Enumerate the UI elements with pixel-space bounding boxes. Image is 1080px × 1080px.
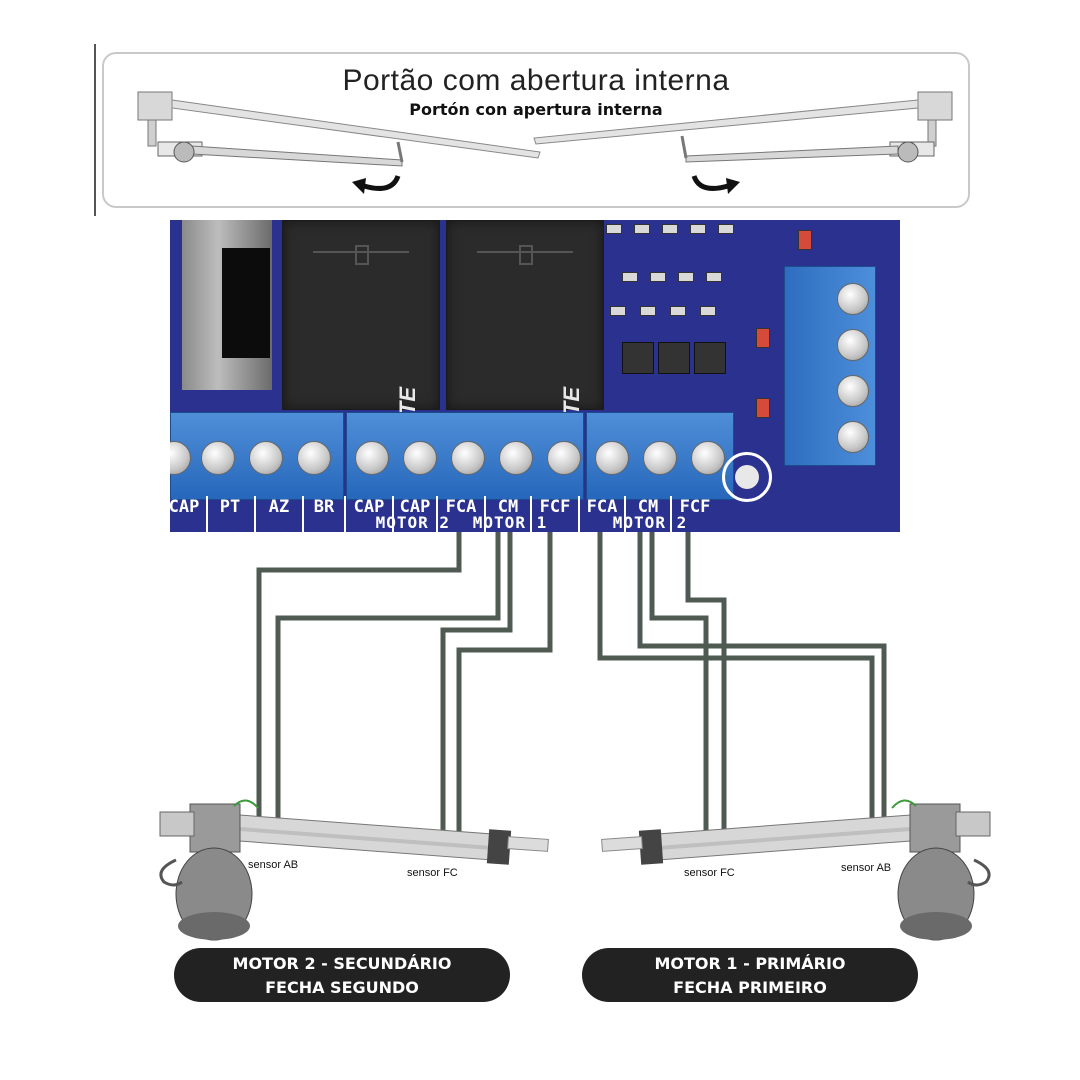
- terminal-block-motor1: [346, 412, 584, 500]
- label-divider: [344, 496, 346, 532]
- diode: [756, 328, 770, 348]
- terminal-screw: [170, 441, 191, 475]
- label-divider: [530, 496, 532, 532]
- terminal-label-fcf: FCF: [679, 497, 711, 517]
- smd-component: [640, 306, 656, 316]
- terminal-screw: [499, 441, 533, 475]
- label-divider: [484, 496, 486, 532]
- terminal-label-fcf: FCF: [539, 497, 571, 517]
- mounting-hole: [722, 452, 772, 502]
- sensor-ab-label-right: sensor AB: [841, 862, 892, 874]
- transistor: [694, 342, 726, 374]
- caption-motor-2-line1: MOTOR 2 - SECUNDÁRIO: [232, 954, 452, 973]
- gate-illustration: [137, 91, 953, 194]
- relay-left: TE: [282, 220, 440, 415]
- terminal-label-br: BR: [313, 497, 335, 517]
- smd-component: [690, 224, 706, 234]
- diode: [798, 230, 812, 250]
- terminal-label-cap: CAP: [353, 497, 385, 517]
- terminal-label-fca: FCA: [586, 497, 618, 517]
- label-divider: [578, 496, 580, 532]
- terminal-label-cap: CAP: [399, 497, 431, 517]
- label-divider: [254, 496, 256, 532]
- motor-1-actuator: [601, 799, 991, 941]
- motor-2-actuator: [159, 799, 549, 941]
- terminal-screw: [643, 441, 677, 475]
- control-board: TE TE: [170, 220, 900, 532]
- caption-motor-1: MOTOR 1 - PRIMÁRIO FECHA PRIMEIRO: [582, 948, 918, 1002]
- terminal-screw: [355, 441, 389, 475]
- smd-component: [700, 306, 716, 316]
- terminal-screw: [297, 441, 331, 475]
- label-divider: [206, 496, 208, 532]
- group-label-motor1: MOTOR 1: [472, 513, 548, 532]
- sensor-fc-label-left: sensor FC: [407, 867, 458, 879]
- relay-brand-logo: TE: [559, 387, 584, 416]
- relay-right: TE: [446, 220, 604, 415]
- diode: [756, 398, 770, 418]
- terminal-screw: [451, 441, 485, 475]
- group-label-motor2: MOTOR 2: [375, 513, 450, 532]
- terminal-label-az: AZ: [268, 497, 290, 517]
- transistor: [658, 342, 690, 374]
- transistor: [622, 342, 654, 374]
- smd-component: [622, 272, 638, 282]
- terminal-screw: [201, 441, 235, 475]
- terminal-screw: [691, 441, 725, 475]
- terminal-label-cm: CM: [497, 497, 519, 517]
- smd-component: [610, 306, 626, 316]
- terminal-block-motor2-sensors: [586, 412, 734, 500]
- smd-component: [662, 224, 678, 234]
- right-rotation-arrow: [691, 175, 729, 191]
- right-gate-post: [917, 91, 953, 121]
- terminal-label-cap: CAP: [170, 497, 200, 517]
- terminal-screw: [403, 441, 437, 475]
- power-terminal-block: [784, 266, 876, 466]
- caption-motor-2-line2: FECHA SEGUNDO: [265, 978, 419, 997]
- label-divider: [670, 496, 672, 532]
- terminal-screw: [547, 441, 581, 475]
- terminal-screw: [837, 329, 869, 361]
- smd-component: [634, 224, 650, 234]
- smd-component: [706, 272, 722, 282]
- label-divider: [624, 496, 626, 532]
- caption-motor-1-line2: FECHA PRIMEIRO: [673, 978, 827, 997]
- gate-subtitle: Portón con apertura interna: [409, 100, 663, 119]
- terminal-label-cm: CM: [637, 497, 659, 517]
- smd-component: [678, 272, 694, 282]
- terminal-label-fca: FCA: [445, 497, 477, 517]
- label-divider: [302, 496, 304, 532]
- right-gate-leaf: [533, 99, 919, 145]
- caption-motor-1-line1: MOTOR 1 - PRIMÁRIO: [654, 954, 846, 973]
- terminal-screw: [837, 375, 869, 407]
- gate-title: Portão com abertura interna: [342, 64, 730, 97]
- left-divider-rule: [94, 44, 96, 216]
- left-gate-leaf: [171, 99, 541, 159]
- left-rotation-arrow: [363, 175, 401, 191]
- smd-component: [650, 272, 666, 282]
- smd-component: [718, 224, 734, 234]
- group-label-motor2: MOTOR 2: [612, 513, 688, 532]
- smd-component: [606, 224, 622, 234]
- terminal-screw: [595, 441, 629, 475]
- power-chip: [222, 248, 270, 358]
- relay-brand-logo: TE: [395, 387, 420, 416]
- terminal-screw: [837, 283, 869, 315]
- terminal-screw: [837, 421, 869, 453]
- gate-diagram-panel: [102, 52, 970, 208]
- sensor-ab-label-left: sensor AB: [248, 859, 299, 871]
- terminal-label-pt: PT: [219, 497, 241, 517]
- terminal-screw: [249, 441, 283, 475]
- sensor-fc-label-right: sensor FC: [684, 867, 735, 879]
- label-divider: [392, 496, 394, 532]
- caption-motor-2: MOTOR 2 - SECUNDÁRIO FECHA SEGUNDO: [174, 948, 510, 1002]
- smd-component: [670, 306, 686, 316]
- label-divider: [436, 496, 438, 532]
- left-gate-post: [137, 91, 173, 121]
- terminal-block-motor2: [170, 412, 344, 500]
